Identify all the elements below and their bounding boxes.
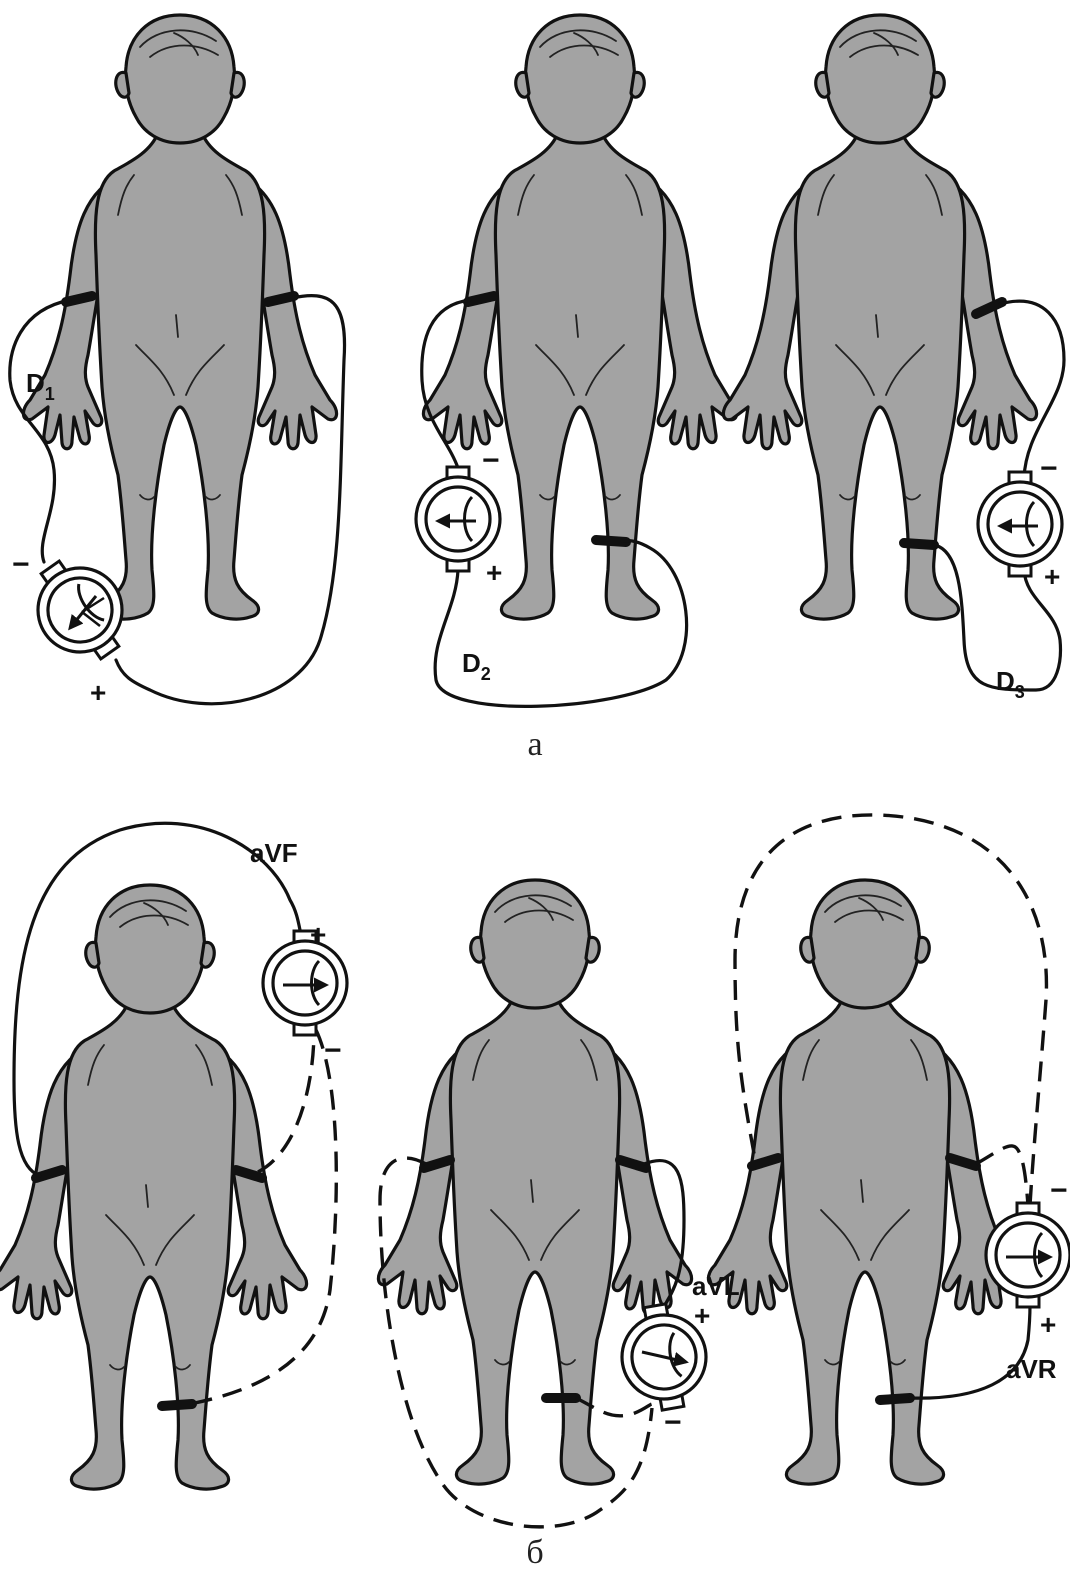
- d3-plus: +: [1044, 561, 1060, 592]
- galvanometer-avf: [263, 931, 347, 1035]
- lead-d2-label: D2: [462, 648, 491, 684]
- lead-avr-label: aVR: [1006, 1354, 1057, 1384]
- d2-minus: −: [482, 444, 500, 477]
- panel-a-label: а: [527, 726, 542, 763]
- panel-b-label: б: [526, 1534, 543, 1571]
- avf-plus: +: [310, 919, 326, 950]
- lead-avl-label: aVL: [692, 1271, 740, 1301]
- d1-minus: −: [12, 548, 30, 581]
- panel-a: D1 − + D2 − + D3 − + а: [10, 15, 1064, 763]
- d2-plus: +: [486, 557, 502, 588]
- galvanometer-d2: [416, 467, 500, 571]
- panel-b: aVF + − aVL + − aVR + − б: [0, 815, 1070, 1571]
- d1-plus: +: [90, 677, 106, 708]
- child-figure-b1: [0, 885, 307, 1489]
- d3-minus: −: [1040, 452, 1058, 485]
- avl-minus: −: [664, 1406, 682, 1439]
- avr-plus: +: [1040, 1309, 1056, 1340]
- lead-d3-label: D3: [996, 666, 1025, 702]
- child-figure-b3: [708, 880, 1021, 1484]
- avr-minus: −: [1050, 1174, 1068, 1207]
- avf-minus: −: [324, 1034, 342, 1067]
- child-figure-a1: [23, 15, 336, 619]
- lead-avf-label: aVF: [250, 838, 298, 868]
- avl-plus: +: [694, 1300, 710, 1331]
